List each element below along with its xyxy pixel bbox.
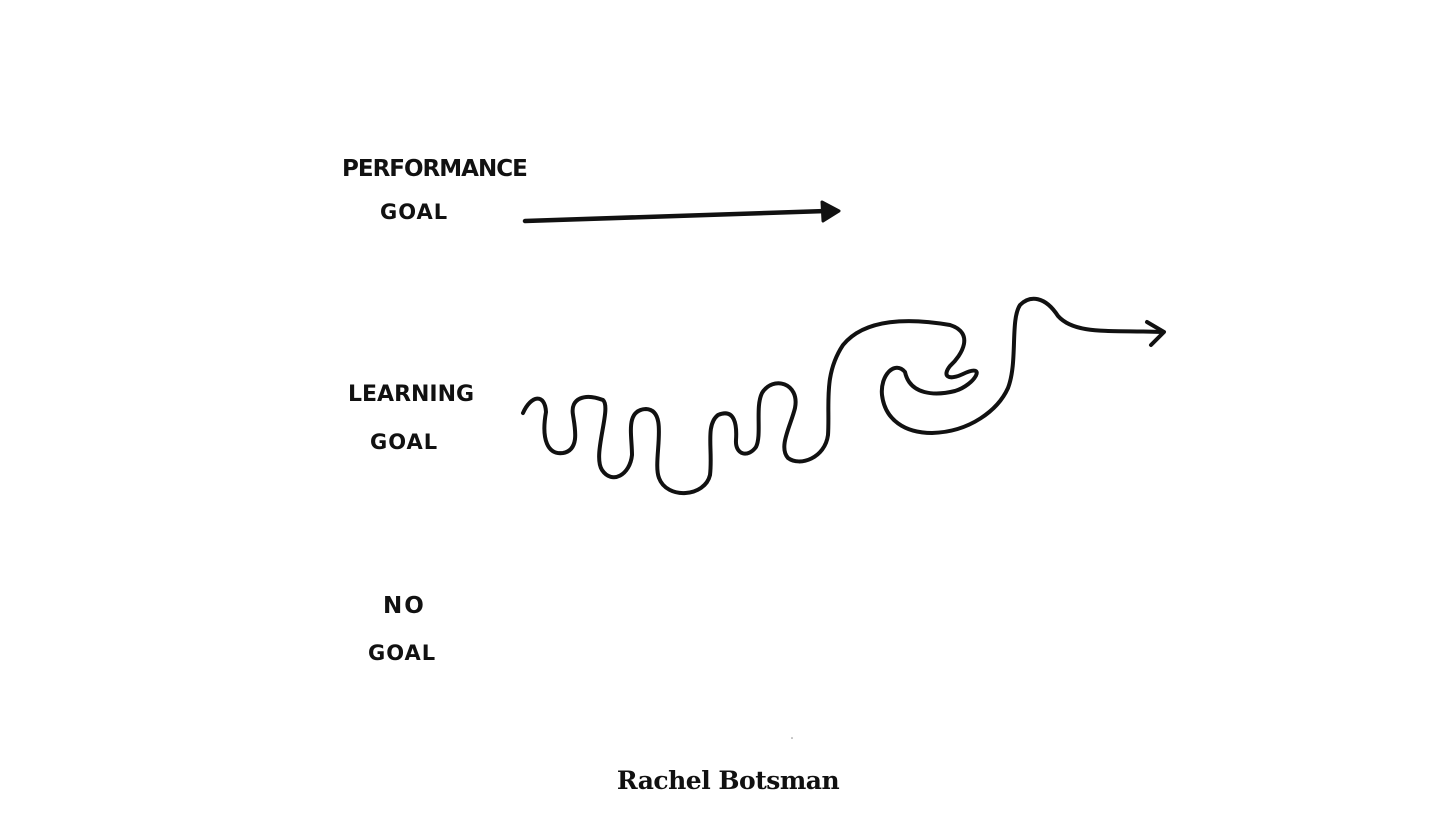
learning-label-line1: LEARNING	[348, 382, 475, 407]
ink-speck	[791, 737, 793, 739]
no-goal-label: NO GOAL	[368, 595, 458, 667]
learning-arrow-path	[521, 296, 1164, 495]
author-credit: Rachel Botsman	[616, 766, 840, 795]
no-goal-label-line1: NO	[383, 593, 426, 619]
performance-label-line2: GOAL	[380, 200, 449, 224]
no-goal-label-line2: GOAL	[368, 641, 437, 665]
performance-label-line1: PERFORMANCE	[342, 156, 528, 182]
learning-goal-label: LEARNING GOAL	[348, 384, 498, 456]
learning-arrow	[521, 296, 1166, 495]
performance-arrow	[522, 200, 841, 224]
performance-arrow-head	[820, 200, 841, 223]
learning-arrow-head	[1145, 320, 1166, 347]
performance-goal-label: PERFORMANCE GOAL	[342, 158, 528, 228]
learning-label-line2: GOAL	[370, 430, 439, 454]
performance-arrow-shaft	[522, 208, 829, 224]
